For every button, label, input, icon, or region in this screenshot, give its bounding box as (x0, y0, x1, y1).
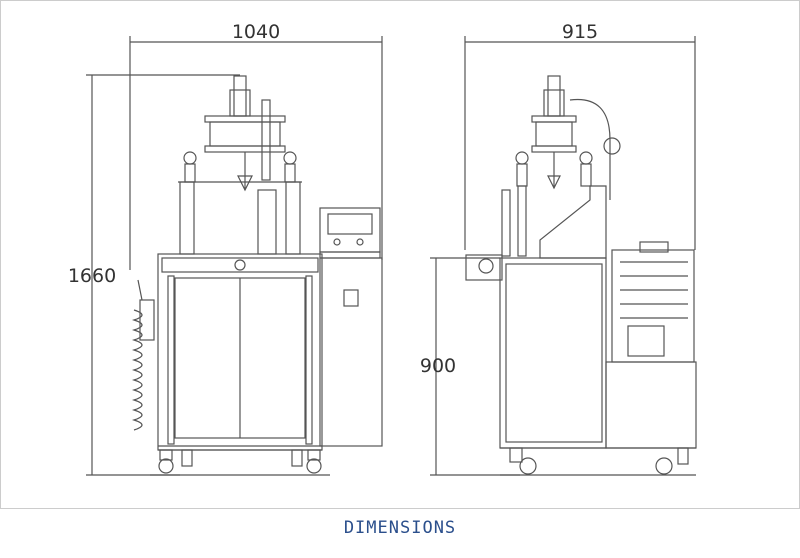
dimensions-drawing: 1040 915 1660 900 (0, 0, 800, 509)
total-height-label: 1660 (68, 265, 116, 287)
front-width-label: 1040 (232, 21, 280, 43)
side-width-label: 915 (562, 21, 598, 43)
drawing-caption: DIMENSIONS (343, 518, 457, 538)
side-view (430, 36, 697, 476)
table-height-label: 900 (420, 355, 456, 377)
drawing-frame (0, 0, 800, 509)
front-view (86, 36, 383, 476)
